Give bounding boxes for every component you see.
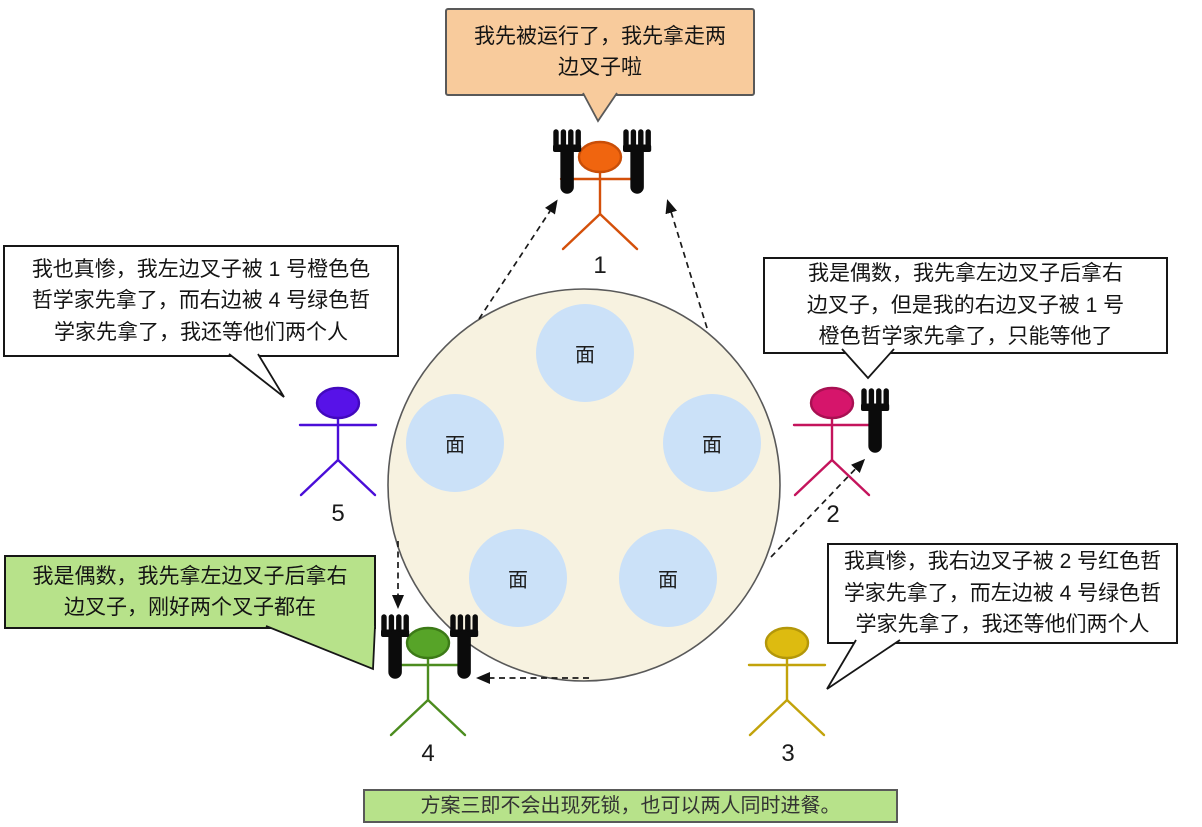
speech-bubble-phil4: 我是偶数，我先拿左边叉子后拿右 边叉子，刚好两个叉子都在 <box>4 555 376 629</box>
philosopher-3-number: 3 <box>781 740 795 767</box>
philosopher-1-head <box>577 140 623 174</box>
philosopher-1-number: 1 <box>593 252 607 279</box>
fork-icon <box>381 617 409 672</box>
fork-icon <box>553 132 581 187</box>
philosopher-4-number: 4 <box>421 740 435 767</box>
fork-icon <box>623 132 651 187</box>
bubble-tail-phil3 <box>826 639 901 690</box>
fork-take-arrow-1-right <box>665 199 708 329</box>
philosopher-5-number: 5 <box>331 500 345 527</box>
philosopher-4-head <box>405 626 451 660</box>
philosopher-5-figure <box>298 386 378 497</box>
conclusion-caption: 方案三即不会出现死锁，也可以两人同时进餐。 <box>363 789 898 823</box>
plate-label: 面 <box>658 569 678 592</box>
bubble-tail-phil4 <box>265 625 376 671</box>
speech-bubble-phil3: 我真惨，我右边叉子被 2 号红色哲 学家先拿了，而左边被 4 号绿色哲 学家先拿… <box>827 543 1178 644</box>
fork-icon <box>861 391 889 446</box>
philosopher-2-head <box>809 386 855 420</box>
philosopher-2-figure <box>792 386 880 497</box>
speech-bubble-phil5: 我也真惨，我左边叉子被 1 号橙色色 哲学家先拿了，而右边被 4 号绿色哲 学家… <box>3 245 399 357</box>
philosopher-2-number: 2 <box>826 501 840 528</box>
philosopher-5-head <box>315 386 361 420</box>
fork-icon <box>450 617 478 672</box>
plate-label: 面 <box>445 434 465 457</box>
fork-take-arrow-1-left <box>478 199 558 320</box>
bubble-tail-phil5 <box>228 353 285 398</box>
philosopher-1-figure <box>559 140 641 251</box>
plate-label: 面 <box>575 344 595 367</box>
plate-label: 面 <box>508 569 528 592</box>
speech-bubble-phil1: 我先被运行了，我先拿走两 边叉子啦 <box>445 8 755 96</box>
philosopher-3-head <box>764 626 810 660</box>
philosopher-3-figure <box>747 626 827 737</box>
bubble-tail-phil1 <box>582 92 618 123</box>
speech-bubble-phil2: 我是偶数，我先拿左边叉子后拿右 边叉子，但是我的右边叉子被 1 号 橙色哲学家先… <box>763 257 1168 354</box>
philosopher-4-figure <box>388 626 468 737</box>
plate-label: 面 <box>702 434 722 457</box>
